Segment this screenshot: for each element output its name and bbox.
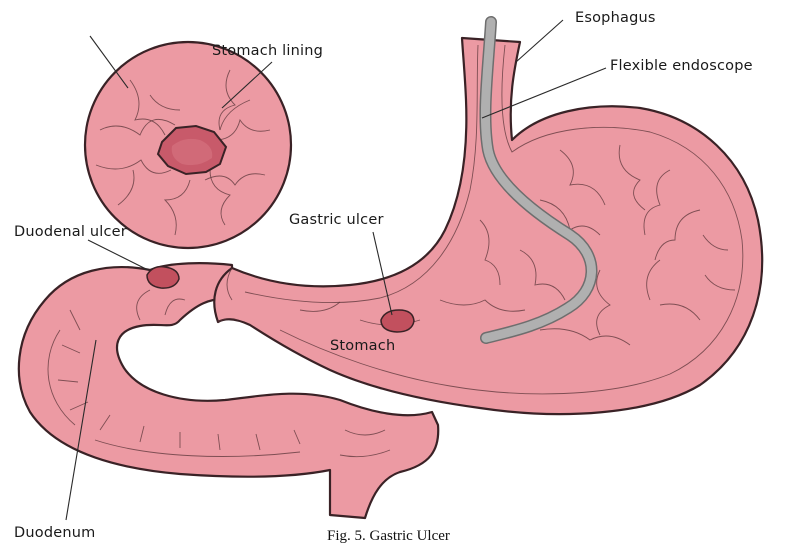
label-stomach: Stomach: [330, 338, 395, 354]
label-gastric-ulcer: Gastric ulcer: [289, 212, 384, 228]
label-stomach-lining: Stomach lining: [212, 43, 323, 59]
duodenal-ulcer-mark: [147, 267, 179, 288]
label-duodenum: Duodenum: [14, 525, 95, 541]
label-esophagus: Esophagus: [575, 10, 656, 26]
label-duodenal-ulcer: Duodenal ulcer: [14, 224, 127, 240]
gastric-ulcer-mark: [381, 310, 414, 332]
label-flexible-endoscope: Flexible endoscope: [610, 58, 753, 74]
figure-caption: Fig. 5. Gastric Ulcer: [327, 528, 450, 544]
